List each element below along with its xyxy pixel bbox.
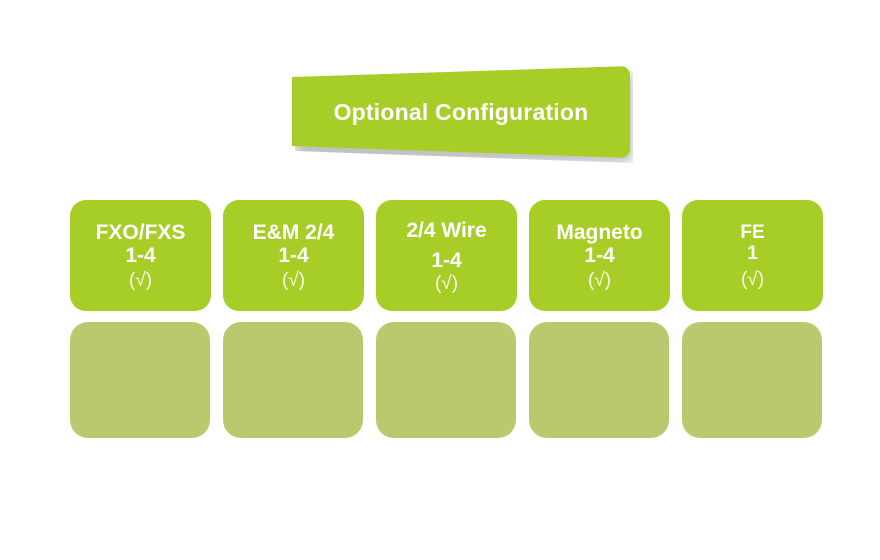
placeholder-card[interactable]	[70, 322, 210, 438]
option-card-count: 1	[747, 243, 758, 265]
check-mark-icon: (√)	[281, 270, 306, 292]
option-card-label: Magneto	[556, 221, 643, 244]
option-card-label: FXO/FXS	[95, 221, 186, 244]
option-card-fxo-fxs[interactable]: FXO/FXS 1-4 (√)	[70, 200, 211, 311]
option-card-row-bottom	[70, 322, 822, 438]
option-card-count: 1-4	[125, 244, 156, 268]
banner-title: Optional Configuration	[333, 98, 589, 125]
check-mark-icon: (√)	[740, 268, 765, 290]
option-card-label: FE	[740, 222, 765, 244]
option-card-em-2-4[interactable]: E&M 2/4 1-4 (√)	[223, 200, 364, 311]
check-mark-icon: (√)	[434, 272, 459, 294]
option-card-magneto[interactable]: Magneto 1-4 (√)	[529, 200, 670, 311]
banner-shape	[292, 66, 630, 158]
check-mark-icon: (√)	[128, 270, 153, 292]
option-card-label: 2/4 Wire	[406, 218, 487, 242]
placeholder-card[interactable]	[223, 322, 363, 438]
check-mark-icon: (√)	[587, 270, 612, 292]
placeholder-card[interactable]	[529, 322, 669, 438]
option-card-count: 1-4	[431, 248, 462, 272]
option-card-row-top: FXO/FXS 1-4 (√) E&M 2/4 1-4 (√) 2/4 Wire…	[70, 200, 823, 311]
placeholder-card[interactable]	[682, 322, 822, 438]
placeholder-card[interactable]	[376, 322, 516, 438]
option-card-label: E&M 2/4	[252, 221, 335, 244]
option-card-fe[interactable]: FE 1 (√)	[682, 200, 823, 311]
option-card-count: 1-4	[584, 244, 615, 268]
option-card-count: 1-4	[278, 244, 309, 268]
option-card-2-4-wire[interactable]: 2/4 Wire 1-4 (√)	[376, 200, 517, 311]
banner-optional-configuration: Optional Configuration	[292, 66, 633, 163]
